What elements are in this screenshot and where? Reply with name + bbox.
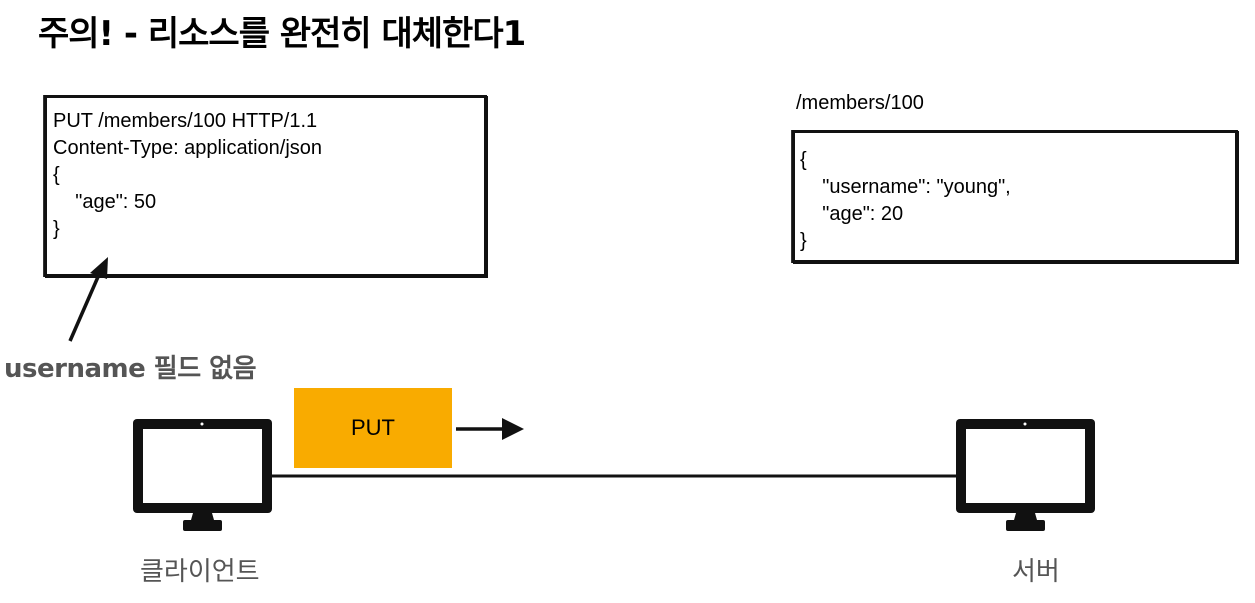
request-header: Content-Type: application/json [53, 137, 323, 159]
resource-username: "username": "young", [800, 176, 1011, 198]
put-method-label: PUT [351, 415, 395, 440]
server-label: 서버 [1012, 557, 1060, 587]
request-body-open: { [53, 164, 60, 186]
request-message-box: PUT /members/100 HTTP/1.1 Content-Type: … [44, 95, 487, 277]
request-body-close: } [53, 218, 60, 240]
client-label: 클라이언트 [140, 557, 260, 587]
request-line: PUT /members/100 HTTP/1.1 [53, 110, 318, 132]
resource-path-label: /members/100 [796, 92, 924, 114]
resource-body-open: { [800, 149, 807, 171]
resource-box: { "username": "young", "age": 20 } [792, 130, 1238, 263]
missing-field-note: username 필드 없음 [4, 354, 257, 384]
resource-age: "age": 20 [800, 203, 904, 225]
resource-body-close: } [800, 230, 807, 252]
page-title: 주의! - 리소스를 완전히 대체한다1 [38, 14, 526, 54]
put-method-badge: PUT [294, 388, 452, 468]
server-monitor-icon [956, 419, 1095, 531]
direction-arrow [456, 418, 524, 440]
request-body-age: "age": 50 [53, 191, 157, 213]
client-monitor-icon [133, 419, 272, 531]
note-arrow [68, 257, 108, 342]
